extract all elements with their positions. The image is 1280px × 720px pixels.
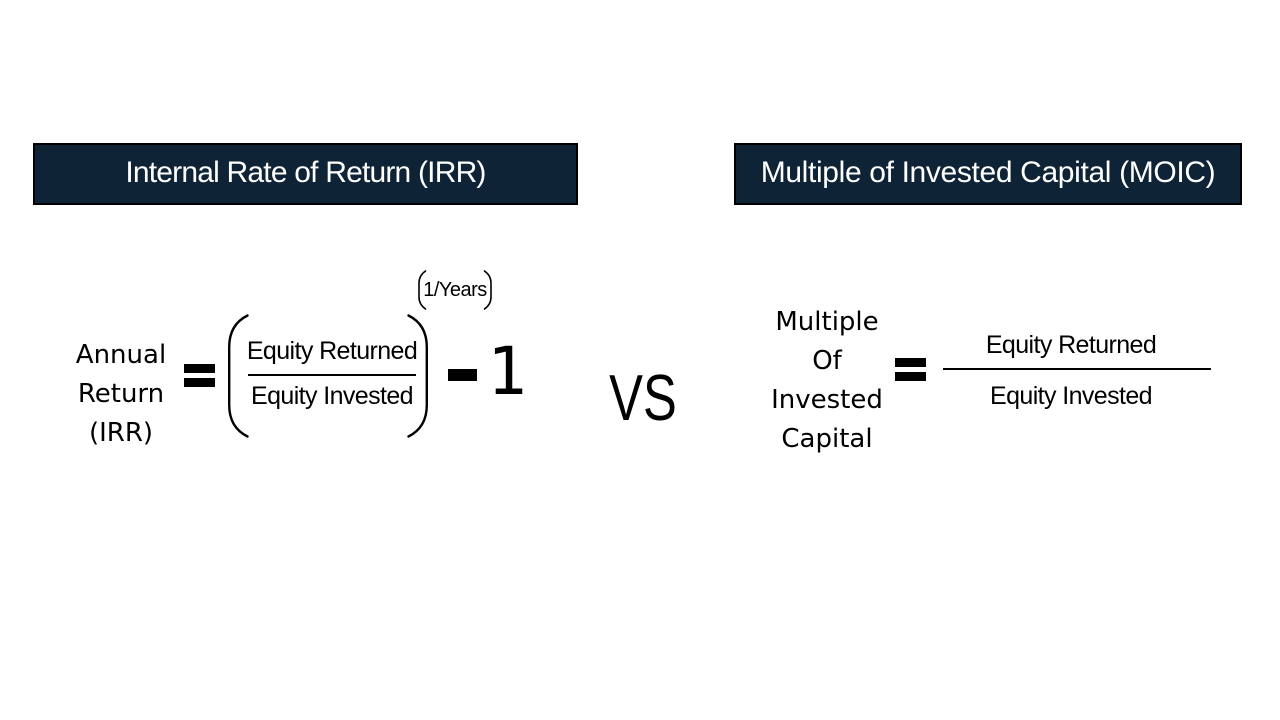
moic-fraction-bar (943, 368, 1211, 371)
moic-header-box: Multiple of Invested Capital (MOIC) (734, 143, 1242, 205)
irr-result-label: Annual Return (IRR) (75, 340, 167, 448)
moic-title: Multiple of Invested Capital (MOIC) (760, 155, 1216, 189)
irr-minus-text: - (448, 369, 449, 370)
left-parenthesis-open (228, 314, 249, 438)
irr-minus-sign: - (448, 368, 477, 381)
irr-exponent-group: 1/Years (417, 270, 493, 310)
exponent-parenthesis-close (483, 270, 492, 310)
equals-top-bar (895, 358, 926, 367)
equals-bottom-bar (895, 371, 926, 381)
moic-fraction-numerator: Equity Returned (985, 331, 1157, 359)
equals-top-bar (184, 364, 215, 373)
left-parenthesis-close (407, 314, 428, 438)
irr-equals-sign: = (184, 364, 215, 387)
irr-fraction-bar (248, 373, 416, 376)
irr-title: Internal Rate of Return (IRR) (125, 155, 486, 189)
moic-fraction-denominator: Equity Invested (990, 382, 1153, 410)
equals-bottom-bar (184, 377, 215, 387)
irr-header-box: Internal Rate of Return (IRR) (33, 143, 578, 205)
irr-fraction-numerator: Equity Returned (246, 337, 418, 365)
exponent-parenthesis-open (418, 270, 427, 310)
irr-exponent: 1/Years (423, 278, 487, 301)
irr-constant-one: 1 (487, 333, 527, 410)
irr-fraction-denominator: Equity Invested (251, 382, 414, 410)
moic-equals-sign: = (895, 358, 926, 381)
versus-label: VS (609, 361, 677, 434)
moic-result-label: Multiple Of Invested Capital (771, 307, 883, 454)
